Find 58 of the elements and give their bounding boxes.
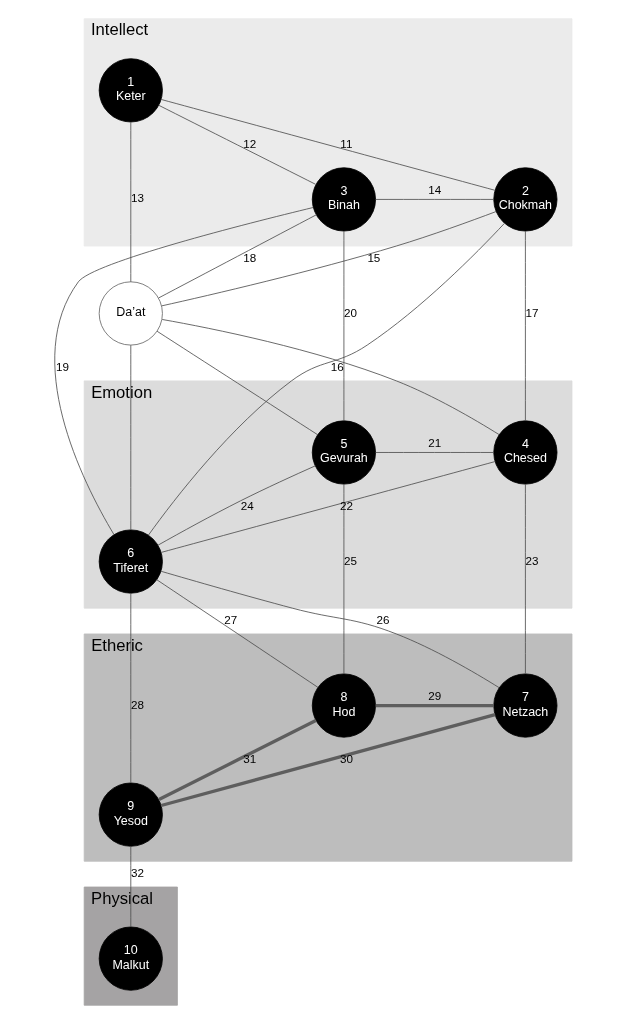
connector [343, 230, 345, 421]
edge-label: 25 [344, 553, 358, 567]
connector [161, 319, 500, 436]
edge-label: 15 [367, 251, 381, 265]
connector [160, 461, 496, 553]
edge-label: 26 [376, 613, 390, 627]
node-circle: 4 Chesed [493, 420, 558, 485]
connector [148, 222, 505, 536]
edge-label: 31 [243, 752, 257, 766]
connector [161, 211, 497, 307]
connector [160, 713, 496, 808]
edge-label: 13 [130, 191, 144, 205]
node-circle: 2 Chokmah [493, 167, 558, 232]
edge-label: 14 [428, 182, 442, 196]
edge-label: 21 [428, 435, 442, 449]
connector [156, 330, 319, 436]
node-circle: 3 Binah [311, 167, 376, 232]
edge-label: 24 [240, 499, 254, 513]
edge-label: 11 [340, 136, 353, 150]
connector [156, 579, 319, 688]
connector [524, 230, 526, 421]
edge-label: 30 [339, 752, 353, 766]
connector [524, 483, 526, 675]
edge-label: 12 [243, 136, 257, 150]
node-circle: 1 Keter [98, 58, 163, 123]
node-circle: 6 Tiferet [98, 529, 163, 594]
connector [130, 121, 132, 283]
connector [160, 99, 496, 191]
connector [130, 592, 132, 784]
connector [375, 703, 494, 708]
connector [158, 214, 317, 299]
node-circle: Da’at [98, 281, 163, 346]
edge-label: 32 [130, 866, 144, 880]
edge-label: 20 [344, 305, 358, 319]
node-circle: 7 Netzach [493, 673, 558, 738]
connector [158, 719, 317, 802]
connector [157, 465, 316, 546]
edge-label: 18 [243, 251, 257, 265]
node-circle: 8 Hod [311, 673, 376, 738]
node-circle: 9 Yesod [98, 782, 163, 847]
edge-label: 28 [130, 697, 144, 711]
connector [375, 199, 495, 200]
edge-label: 29 [428, 688, 442, 702]
connector [130, 344, 132, 531]
connector [130, 845, 132, 928]
connector [160, 570, 500, 689]
edge-label: 23 [525, 553, 539, 567]
connector [375, 452, 495, 453]
edge-label: 22 [339, 499, 353, 513]
edge-label: 19 [56, 360, 70, 374]
connector [343, 483, 345, 675]
edge-label: 17 [525, 305, 539, 319]
connector [158, 104, 317, 185]
node-circle: 5 Gevurah [311, 420, 376, 485]
connector [54, 207, 314, 535]
edge-label: 27 [224, 613, 238, 627]
node-circle: 10 Malkut [98, 926, 163, 991]
edge-label: 16 [330, 360, 344, 374]
